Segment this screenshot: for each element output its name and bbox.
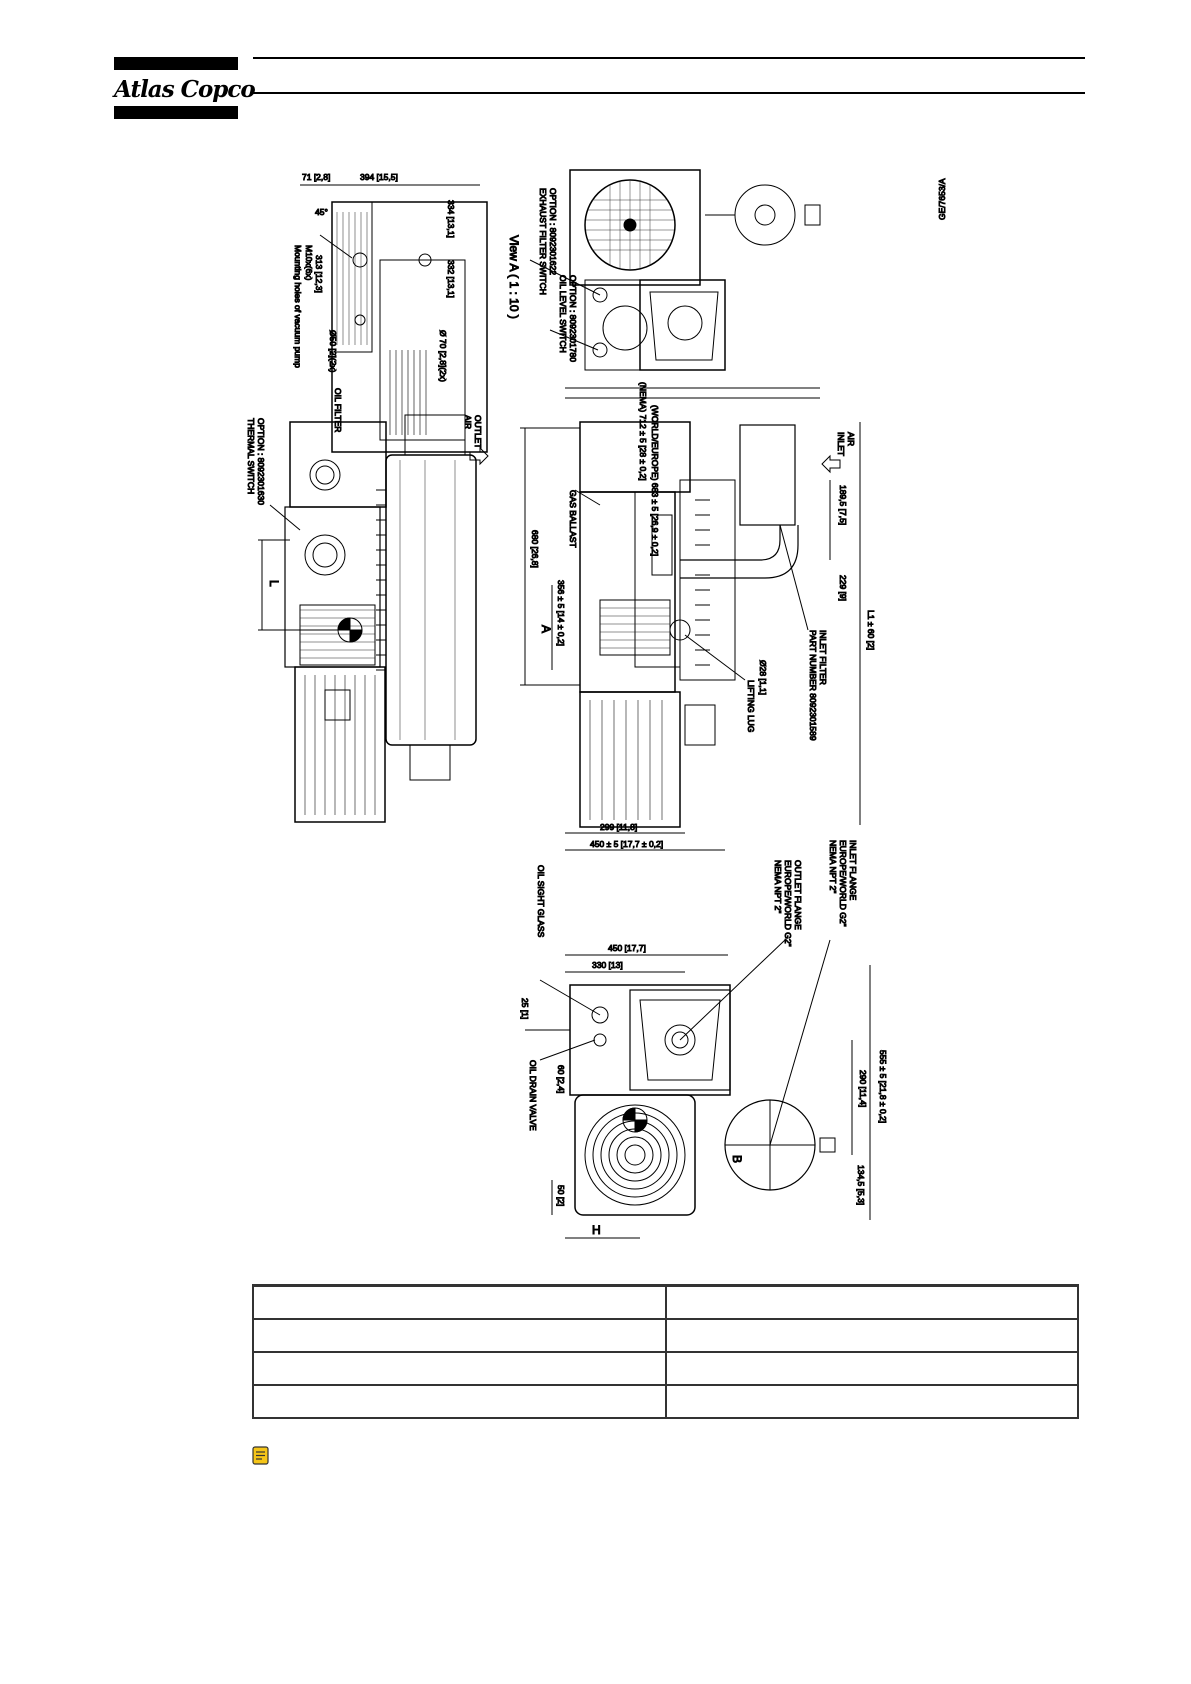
gas-ballast: GAS BALLAST	[568, 490, 578, 548]
lifting-lug: LIFTING LUG	[746, 680, 756, 732]
inlet-flange-1: INLET FLANGE	[848, 840, 858, 901]
outlet-flange-3: NEMA NPT 2"	[773, 860, 783, 913]
dim-nema: (NEMA) 712 ± 5 [28 ± 0,2]	[638, 382, 648, 481]
atlas-copco-logo: Atlas Copco	[114, 57, 256, 119]
dim-450-end: 450 [17,7]	[608, 943, 646, 953]
dimension-drawing: GE/7653/A View A ( 1 : 10 ) 71 [2,8] 394…	[240, 160, 1000, 1260]
mount-note-1: Mounting holes of vacuum pump	[293, 245, 303, 368]
dim-25: 25 [1]	[520, 998, 530, 1019]
table-row	[252, 1351, 1079, 1386]
view-a-title: View A ( 1 : 10 )	[507, 235, 521, 319]
dim-28: Ø28 [1,1]	[758, 660, 768, 695]
mount-note-2: M10x(6x)	[304, 245, 314, 281]
outlet-flange-2: EUROPE/WORLD G2"	[783, 860, 793, 947]
oil-level-1: OIL LEVEL SWITCH	[558, 275, 568, 353]
air-outlet-2: OUTLET	[473, 415, 483, 449]
side-view-right: (NEMA) 712 ± 5 [28 ± 0,2] (WORLD/EUROPE)…	[520, 382, 877, 851]
outlet-flange-1: OUTLET FLANGE	[793, 860, 803, 930]
table-row	[252, 1384, 1079, 1419]
dim-50: Ø50 [2](2x)	[328, 330, 338, 373]
dim-L: L	[267, 580, 281, 587]
dim-356: 356 ± 5 [14 ± 0,2]	[556, 580, 566, 646]
thermal-switch-1: THERMAL SWITCH	[246, 418, 256, 494]
table-row	[252, 1284, 1079, 1320]
dim-189: 189,5 [7,5]	[838, 485, 848, 525]
dim-229: 229 [9]	[838, 575, 848, 601]
dim-330: 330 [13]	[592, 960, 623, 970]
view-marker-a: A	[539, 625, 553, 633]
inlet-filter-1: INLET FILTER	[818, 630, 828, 685]
angle-45: 45°	[315, 207, 328, 217]
dim-555: 555 ± 5 [21,8 ± 0,2]	[878, 1050, 888, 1123]
drawing-ref: GE/7653/A	[937, 178, 947, 220]
end-view-top: EXHAUST FILTER SWITCH OPTION : 809230162…	[529, 169, 821, 371]
oil-drain-valve: OIL DRAIN VALVE	[528, 1060, 538, 1131]
exhaust-switch-2: OPTION : 8092301622	[548, 188, 558, 275]
note-icon	[252, 1446, 269, 1465]
thermal-switch-2: OPTION : 8092301630	[256, 418, 266, 505]
dim-71: 71 [2,8]	[302, 172, 330, 182]
dim-50-end: 50 [2]	[556, 1185, 566, 1206]
air-inlet-1: AIR	[846, 432, 856, 446]
exhaust-switch-1: EXHAUST FILTER SWITCH	[538, 188, 548, 295]
dim-299: 299 [11,8]	[600, 822, 637, 832]
dim-680: 680 [26,8]	[530, 530, 540, 568]
dim-70: Ø 70 [2,8](2x)	[438, 330, 448, 382]
dim-H: H	[592, 1223, 601, 1237]
header-rule-top	[253, 57, 1085, 59]
side-view-left: AIR OUTLET THERMAL SWITCH OPTION : 80923…	[246, 415, 489, 823]
dim-world: (WORLD/EUROPE) 683 ± 5 [26,9 ± 0,2]	[650, 405, 660, 556]
logo-text: Atlas Copco	[114, 76, 256, 103]
dim-L1: L1 ± 60 [2]	[866, 610, 876, 650]
dim-394: 394 [15,5]	[360, 172, 398, 182]
dim-450-side: 450 ± 5 [17,7 ± 0,2]	[590, 839, 663, 849]
header-rule-bottom	[253, 92, 1085, 94]
inlet-flange-3: NEMA NPT 2"	[828, 840, 838, 893]
dim-334: 334 [13,1]	[446, 200, 456, 238]
oil-sight-glass: OIL SIGHT GLASS	[536, 865, 546, 938]
dim-134: 134,5 [5,3]	[856, 1165, 866, 1205]
dim-290: 290 [11,4]	[858, 1070, 868, 1107]
air-inlet-2: INLET	[836, 432, 846, 456]
dim-332: 332 [13,1]	[446, 260, 456, 298]
spec-table	[252, 1284, 1079, 1419]
oil-filter-label: OIL FILTER	[333, 388, 343, 432]
air-outlet-1: AIR	[463, 415, 473, 429]
dim-313: 313 [12,3]	[314, 255, 324, 293]
dim-B: B	[730, 1155, 744, 1163]
inlet-filter-2: PART NUMBER 8092301589	[808, 630, 818, 741]
end-view-bottom: INLET FLANGE EUROPE/WORLD G2" NEMA NPT 2…	[520, 840, 889, 1239]
view-a: View A ( 1 : 10 ) 71 [2,8] 394 [15,5] 45…	[293, 172, 522, 456]
inlet-flange-2: EUROPE/WORLD G2"	[838, 840, 848, 927]
dim-60: 60 [2,4]	[556, 1065, 566, 1093]
table-row	[252, 1318, 1079, 1353]
oil-level-2: OPTION : 8092301780	[568, 275, 578, 362]
